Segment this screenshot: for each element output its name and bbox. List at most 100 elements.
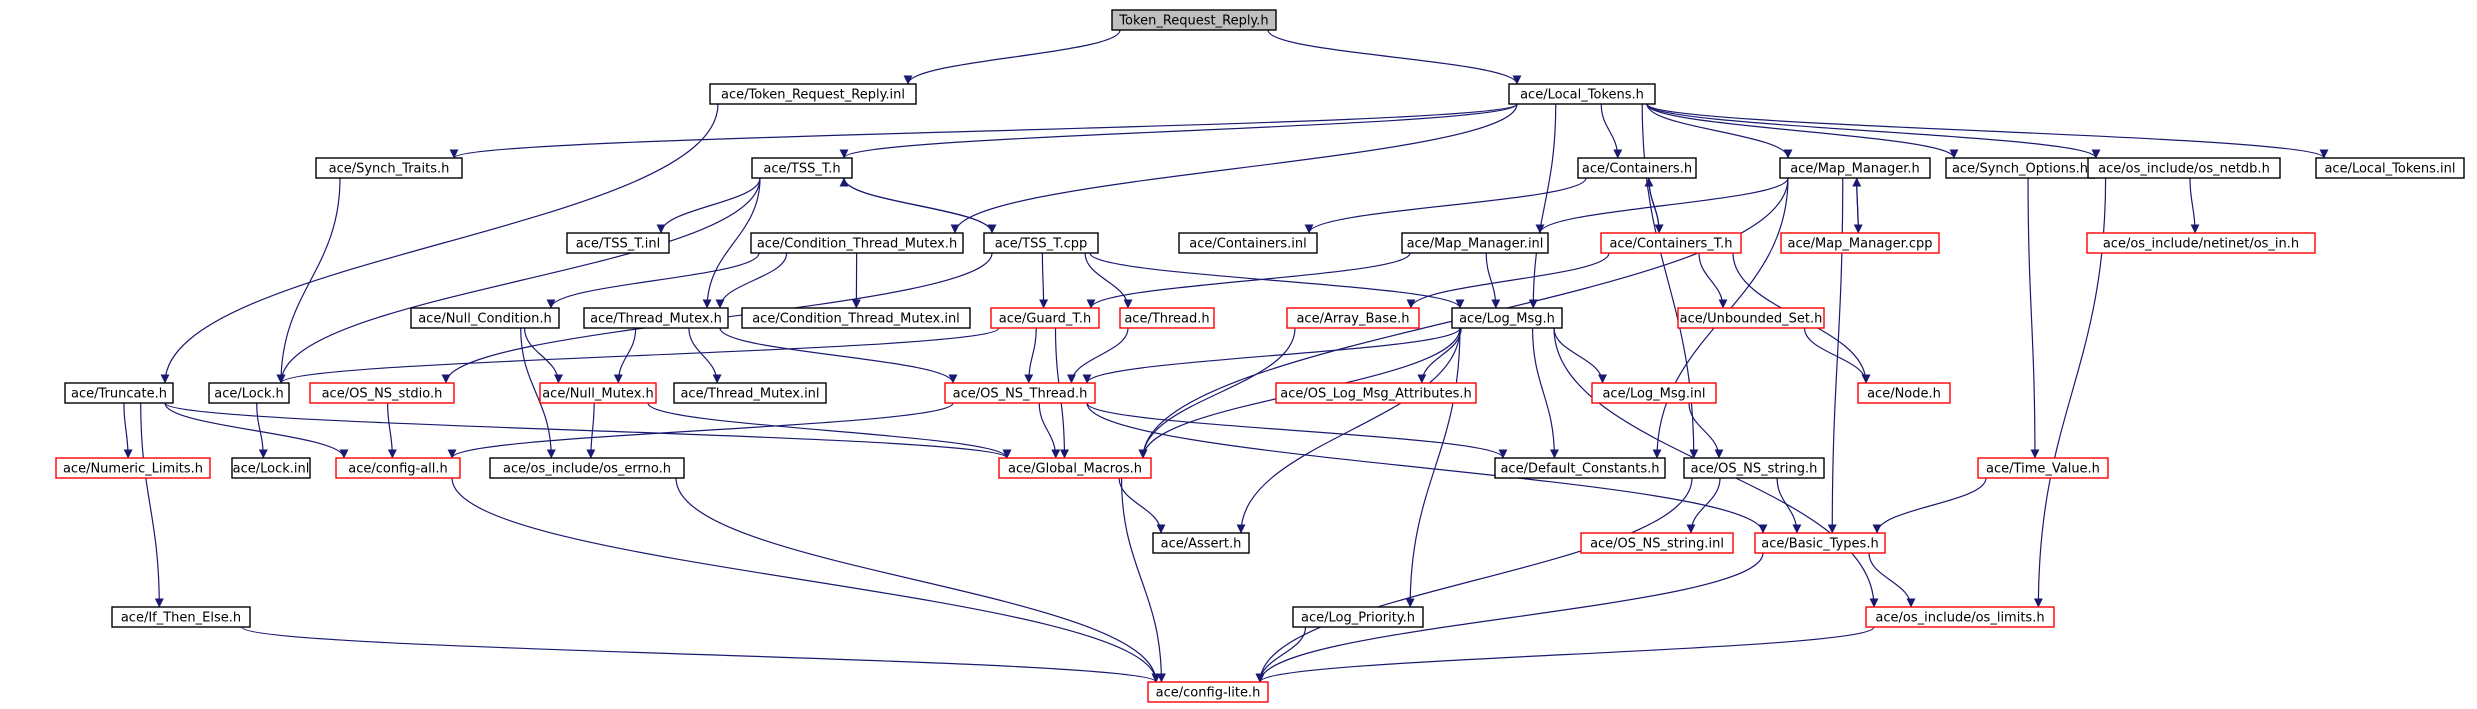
node-ace-log-msg-inl[interactable]: ace/Log_Msg.inl bbox=[1591, 382, 1717, 404]
edge-config_all-to-config_lite bbox=[451, 477, 1161, 683]
node-ace-tss-t-cpp[interactable]: ace/TSS_T.cpp bbox=[983, 232, 1099, 254]
node-ace-synch-options-h[interactable]: ace/Synch_Options.h bbox=[1945, 157, 2095, 179]
node-ace-os-include-os-limits-h[interactable]: ace/os_include/os_limits.h bbox=[1865, 606, 2055, 628]
node-box bbox=[1401, 232, 1549, 254]
node-ace-containers-t-h[interactable]: ace/Containers_T.h bbox=[1600, 232, 1742, 254]
node-box bbox=[410, 307, 560, 329]
node-ace-os-ns-string-inl[interactable]: ace/OS_NS_string.inl bbox=[1580, 532, 1734, 554]
node-ace-default-constants-h[interactable]: ace/Default_Constants.h bbox=[1494, 457, 1666, 479]
node-ace-truncate-h[interactable]: ace/Truncate.h bbox=[64, 382, 174, 404]
node-label: ace/os_include/os_netdb.h bbox=[2098, 162, 2270, 177]
node-ace-config-all-h[interactable]: ace/config-all.h bbox=[335, 457, 461, 479]
node-ace-lock-h[interactable]: ace/Lock.h bbox=[208, 382, 290, 404]
node-box bbox=[539, 382, 657, 404]
node-ace-synch-traits-h[interactable]: ace/Synch_Traits.h bbox=[315, 157, 463, 179]
node-ace-unbounded-set-h[interactable]: ace/Unbounded_Set.h bbox=[1677, 307, 1825, 329]
node-label: ace/Log_Msg.inl bbox=[1602, 387, 1705, 402]
edge-map_manager_h-to-map_manager_inl bbox=[1535, 177, 1789, 234]
edge-containers_t_h-to-unbounded_set bbox=[1698, 252, 1728, 309]
node-ace-os-include-netinet-os-in-h[interactable]: ace/os_include/netinet/os_in.h bbox=[2086, 232, 2316, 254]
node-ace-config-lite-h[interactable]: ace/config-lite.h bbox=[1147, 681, 1269, 703]
node-box bbox=[208, 382, 290, 404]
node-box bbox=[1152, 532, 1250, 554]
node-ace-local-tokens-inl[interactable]: ace/Local_Tokens.inl bbox=[2315, 157, 2465, 179]
node-ace-node-h[interactable]: ace/Node.h bbox=[1857, 382, 1951, 404]
edge-os_errno-to-config_lite bbox=[675, 477, 1161, 683]
node-ace-array-base-h[interactable]: ace/Array_Base.h bbox=[1286, 307, 1420, 329]
edge-log_msg_h-to-assert_h bbox=[1236, 327, 1461, 534]
node-ace-null-mutex-h[interactable]: ace/Null_Mutex.h bbox=[539, 382, 657, 404]
node-ace-map-manager-inl[interactable]: ace/Map_Manager.inl bbox=[1401, 232, 1549, 254]
node-label: ace/Thread.h bbox=[1124, 312, 1209, 327]
edge-synch_options-to-time_value bbox=[2027, 177, 2040, 459]
node-ace-condition-thread-mutex-h[interactable]: ace/Condition_Thread_Mutex.h bbox=[750, 232, 964, 254]
node-ace-global-macros-h[interactable]: ace/Global_Macros.h bbox=[998, 457, 1152, 479]
edge-local_tokens-to-tss_t_h bbox=[839, 103, 1518, 159]
edge-tss_t_cpp-to-tss_t_h bbox=[839, 177, 993, 234]
edge-null_condition-to-null_mutex bbox=[523, 327, 563, 384]
node-box bbox=[1780, 232, 1940, 254]
edge-os_ns_thread-to-basic_types bbox=[1086, 402, 1768, 534]
node-ace-lock-inl[interactable]: ace/Lock.inl bbox=[231, 457, 311, 479]
node-ace-thread-mutex-h[interactable]: ace/Thread_Mutex.h bbox=[583, 307, 729, 329]
edge-trr_inl-to-truncate_h bbox=[160, 103, 719, 384]
node-box bbox=[1600, 232, 1742, 254]
node-label: ace/If_Then_Else.h bbox=[121, 611, 241, 626]
node-ace-assert-h[interactable]: ace/Assert.h bbox=[1152, 532, 1250, 554]
edge-guard_t-to-lock_h bbox=[276, 327, 1000, 384]
node-box bbox=[673, 382, 827, 404]
node-ace-condition-thread-mutex-inl[interactable]: ace/Condition_Thread_Mutex.inl bbox=[741, 307, 971, 329]
node-box bbox=[1591, 382, 1717, 404]
node-label: ace/OS_Log_Msg_Attributes.h bbox=[1280, 387, 1471, 402]
edge-map_manager_inl-to-guard_t bbox=[1086, 252, 1411, 309]
edge-local_tokens-to-synch_options bbox=[1646, 103, 1959, 159]
node-ace-os-ns-thread-h[interactable]: ace/OS_NS_Thread.h bbox=[944, 382, 1096, 404]
node-box bbox=[1754, 532, 1886, 554]
node-ace-map-manager-cpp[interactable]: ace/Map_Manager.cpp bbox=[1780, 232, 1940, 254]
edge-os_ns_string_h-to-config_lite bbox=[1255, 477, 1693, 683]
node-label: ace/TSS_T.cpp bbox=[995, 237, 1088, 252]
node-ace-log-msg-h[interactable]: ace/Log_Msg.h bbox=[1451, 307, 1563, 329]
node-ace-local-tokens-h[interactable]: ace/Local_Tokens.h bbox=[1508, 83, 1656, 105]
node-ace-os-ns-stdio-h[interactable]: ace/OS_NS_stdio.h bbox=[309, 382, 455, 404]
edge-thread_mutex_h-to-os_ns_thread bbox=[719, 327, 958, 384]
node-ace-guard-t-h[interactable]: ace/Guard_T.h bbox=[990, 307, 1100, 329]
node-box bbox=[709, 83, 917, 105]
node-label: ace/OS_NS_string.inl bbox=[1590, 537, 1724, 552]
node-box bbox=[741, 307, 971, 329]
node-label: ace/TSS_T.inl bbox=[576, 237, 660, 252]
node-ace-numeric-limits-h[interactable]: ace/Numeric_Limits.h bbox=[55, 457, 211, 479]
node-label: ace/Truncate.h bbox=[71, 387, 167, 402]
node-label: ace/Global_Macros.h bbox=[1008, 462, 1142, 477]
node-ace-tss-t-inl[interactable]: ace/TSS_T.inl bbox=[566, 232, 670, 254]
node-ace-thread-mutex-inl[interactable]: ace/Thread_Mutex.inl bbox=[673, 382, 827, 404]
node-label: ace/Map_Manager.h bbox=[1790, 162, 1920, 177]
node-ace-token-request-reply-inl[interactable]: ace/Token_Request_Reply.inl bbox=[709, 83, 917, 105]
node-ace-log-priority-h[interactable]: ace/Log_Priority.h bbox=[1292, 606, 1424, 628]
node-ace-thread-h[interactable]: ace/Thread.h bbox=[1119, 307, 1215, 329]
node-box bbox=[55, 457, 211, 479]
node-box bbox=[1683, 457, 1825, 479]
node-label: ace/Default_Constants.h bbox=[1500, 462, 1659, 477]
edge-cond_thread_mutex_h-to-thread_mutex_h bbox=[715, 252, 788, 309]
edge-os_ns_string_h-to-os_ns_string_inl bbox=[1686, 477, 1721, 534]
node-ace-null-condition-h[interactable]: ace/Null_Condition.h bbox=[410, 307, 560, 329]
node-ace-map-manager-h[interactable]: ace/Map_Manager.h bbox=[1779, 157, 1931, 179]
node-label: ace/OS_NS_Thread.h bbox=[953, 387, 1088, 402]
node-label: ace/Map_Manager.inl bbox=[1407, 237, 1544, 252]
node-ace-os-ns-string-h[interactable]: ace/OS_NS_string.h bbox=[1683, 457, 1825, 479]
node-ace-os-include-os-netdb-h[interactable]: ace/os_include/os_netdb.h bbox=[2087, 157, 2281, 179]
node-ace-time-value-h[interactable]: ace/Time_Value.h bbox=[1977, 457, 2109, 479]
node-ace-containers-h[interactable]: ace/Containers.h bbox=[1577, 157, 1697, 179]
edge-local_tokens-to-os_ns_string_h bbox=[1641, 103, 1699, 459]
node-ace-tss-t-h[interactable]: ace/TSS_T.h bbox=[751, 157, 853, 179]
edges-layer bbox=[123, 29, 2329, 683]
node-ace-os-log-msg-attributes-h[interactable]: ace/OS_Log_Msg_Attributes.h bbox=[1275, 382, 1477, 404]
node-ace-containers-inl[interactable]: ace/Containers.inl bbox=[1178, 232, 1318, 254]
node-ace-if-then-else-h[interactable]: ace/If_Then_Else.h bbox=[111, 606, 251, 628]
node-ace-os-include-os-errno-h[interactable]: ace/os_include/os_errno.h bbox=[489, 457, 685, 479]
node-label: ace/Null_Mutex.h bbox=[542, 387, 654, 402]
node-box bbox=[1977, 457, 2109, 479]
edge-truncate_h-to-global_macros bbox=[164, 402, 1012, 459]
node-ace-basic-types-h[interactable]: ace/Basic_Types.h bbox=[1754, 532, 1886, 554]
